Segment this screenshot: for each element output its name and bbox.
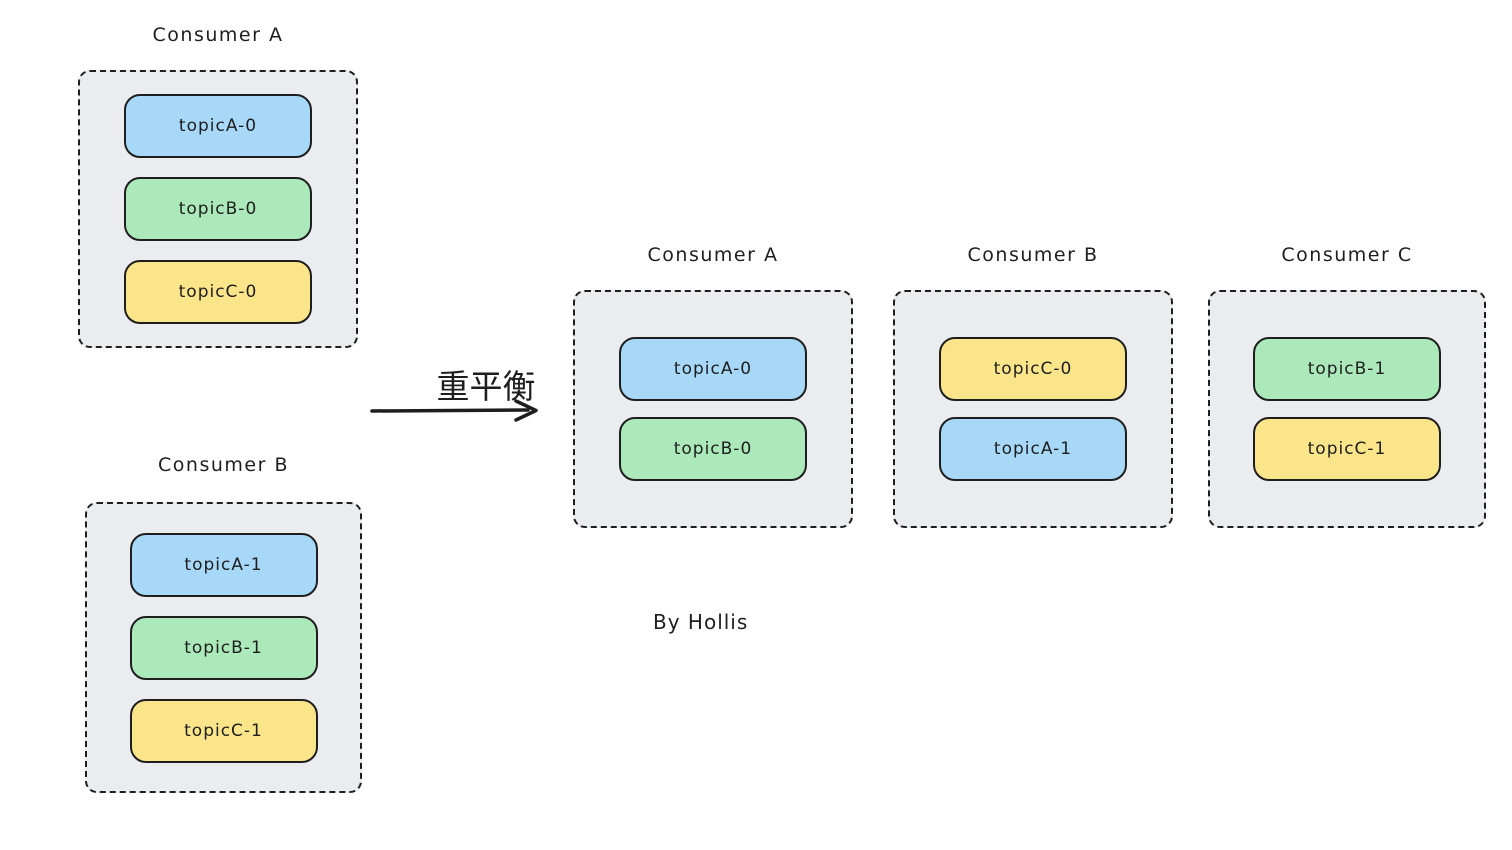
rebalance-arrow — [370, 399, 538, 422]
byline-text: By Hollis — [653, 610, 749, 634]
partition-box: topicA-0 — [619, 337, 807, 401]
partition-label: topicA-1 — [184, 554, 263, 575]
partition-label: topicA-0 — [178, 116, 258, 136]
consumer-group-after-c: topicB-1 topicC-1 — [1208, 290, 1486, 528]
partition-box: topicC-1 — [1253, 417, 1441, 481]
partition-box: topicC-0 — [124, 260, 312, 324]
partition-box: topicC-0 — [939, 337, 1127, 401]
partition-label: topicB-0 — [673, 439, 753, 459]
partition-label: topicC-1 — [184, 720, 263, 741]
group-title-after-consumer-a: Consumer A — [647, 244, 779, 266]
consumer-group-after-a: topicA-0 topicB-0 — [573, 290, 853, 528]
consumer-group-before-b: topicA-1 topicB-1 topicC-1 — [85, 502, 362, 793]
partition-box: topicA-1 — [129, 532, 318, 597]
group-title-before-consumer-a: Consumer A — [152, 24, 284, 46]
partition-box: topicB-1 — [1253, 337, 1441, 401]
partition-box: topicA-0 — [124, 94, 312, 158]
group-title-after-consumer-b: Consumer B — [967, 244, 1099, 266]
partition-label: topicC-0 — [178, 282, 258, 302]
rebalance-label: 重平衡 — [436, 367, 536, 406]
partition-box: topicB-0 — [124, 177, 312, 241]
partition-label: topicB-1 — [184, 637, 263, 658]
consumer-group-before-a: topicA-0 topicB-0 topicC-0 — [78, 70, 358, 348]
partition-label: topicC-0 — [993, 359, 1073, 379]
partition-label: topicB-1 — [1307, 359, 1387, 379]
group-title-after-consumer-c: Consumer C — [1281, 244, 1413, 266]
partition-label: topicA-0 — [673, 359, 753, 379]
partition-label: topicA-1 — [993, 439, 1073, 459]
group-title-before-consumer-b: Consumer B — [158, 454, 289, 476]
partition-box: topicA-1 — [939, 417, 1127, 481]
partition-box: topicB-1 — [129, 615, 318, 680]
consumer-group-after-b: topicC-0 topicA-1 — [893, 290, 1173, 528]
partition-box: topicC-1 — [129, 698, 318, 763]
partition-box: topicB-0 — [619, 417, 807, 481]
partition-label: topicB-0 — [178, 199, 258, 219]
partition-label: topicC-1 — [1307, 439, 1387, 459]
